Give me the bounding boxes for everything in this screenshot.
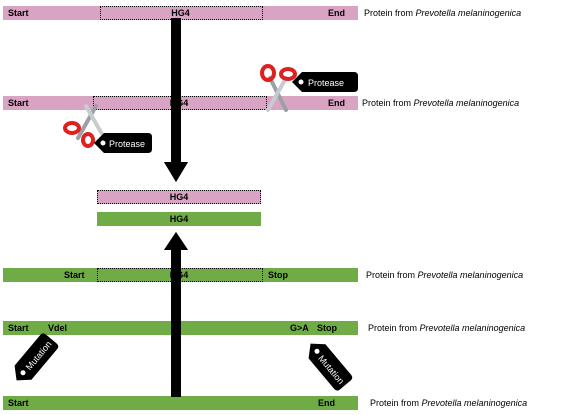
mutation-tag-left: Mutation xyxy=(14,333,59,381)
up-arrow-head xyxy=(164,232,188,250)
row1-start: Start xyxy=(8,8,29,18)
row3-stop: Stop xyxy=(268,270,288,280)
row1-hg4-box xyxy=(100,6,263,20)
scissors-icon xyxy=(63,104,104,148)
protease-label-top: Protease xyxy=(308,78,344,88)
row4-vdel: Vdel xyxy=(48,323,68,333)
row5-start: Start xyxy=(8,398,29,408)
protease-tag-left: Protease xyxy=(94,133,152,153)
down-arrow-head xyxy=(164,162,188,182)
row4-ga: G>A xyxy=(290,323,309,333)
mutation-tag-right: Mutation xyxy=(308,343,353,391)
row2-caption: Protein from Prevotella melaninogenica xyxy=(362,98,520,108)
protein-bar-5 xyxy=(3,396,358,410)
row3-start: Start xyxy=(64,270,85,280)
row3-caption: Protein from Prevotella melaninogenica xyxy=(366,270,524,280)
row5-end: End xyxy=(318,398,335,408)
protease-tag-top: Protease xyxy=(292,72,358,92)
row4-caption: Protein from Prevotella melaninogenica xyxy=(368,323,526,333)
protein-bar-1 xyxy=(3,6,358,20)
hg4-fragment-pink-box xyxy=(97,190,261,204)
row2-end: End xyxy=(328,98,345,108)
row4-stop: Stop xyxy=(317,323,337,333)
protease-label-left: Protease xyxy=(109,139,145,149)
row1-end: End xyxy=(328,8,345,18)
row1-hg4: HG4 xyxy=(171,8,190,18)
row2-start: Start xyxy=(8,98,29,108)
up-arrow-shaft xyxy=(171,248,181,397)
hg4-fragment-green-label: HG4 xyxy=(169,214,189,224)
hg4-fragment-green xyxy=(97,212,261,226)
down-arrow-shaft xyxy=(171,18,181,164)
hg4-fragment-pink xyxy=(97,190,261,204)
row4-start: Start xyxy=(8,323,29,333)
scissors-icon xyxy=(260,64,297,112)
row1-caption: Protein from Prevotella melaninogenica xyxy=(364,8,522,18)
hg4-fragment-pink-label: HG4 xyxy=(169,192,189,202)
row5-caption: Protein from Prevotella melaninogenica xyxy=(370,398,528,408)
